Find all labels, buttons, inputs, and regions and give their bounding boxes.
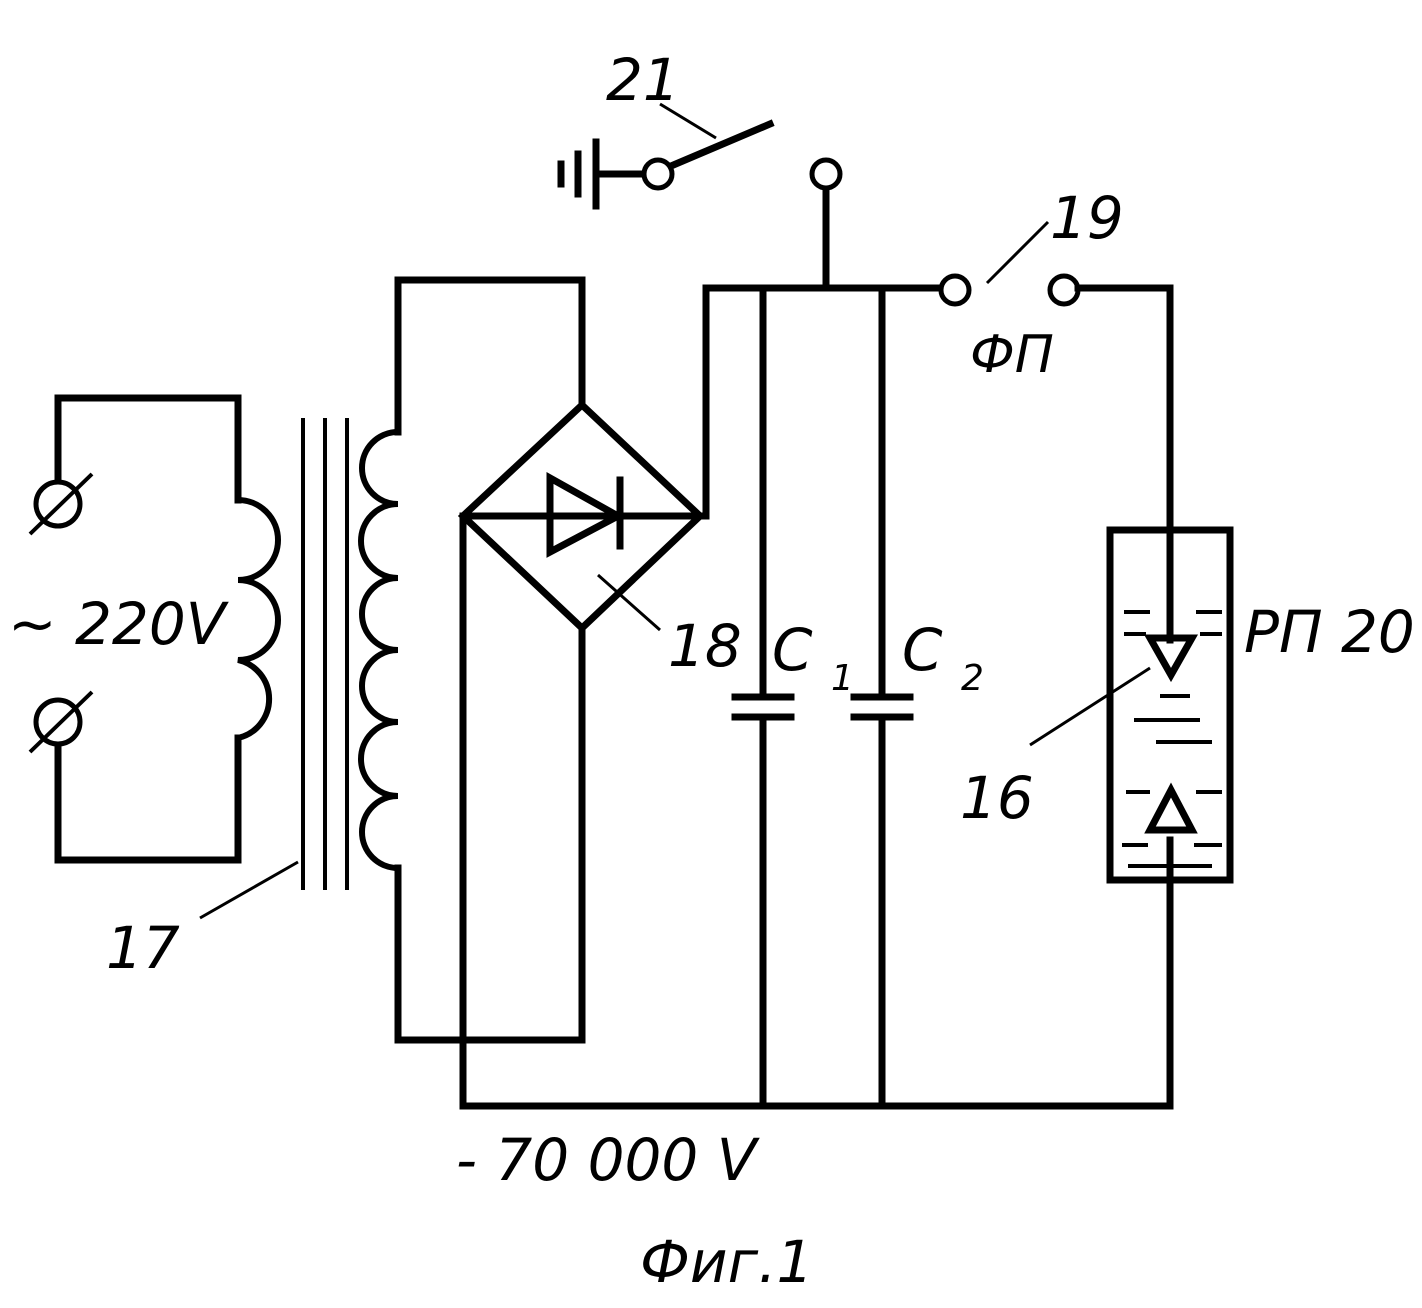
- label-21: 21: [606, 46, 680, 114]
- label-19: 19: [1050, 184, 1124, 252]
- rectifier-bridge: [463, 405, 700, 630]
- label-output-voltage: - 70 000 V: [456, 1126, 761, 1194]
- label-c2-index: 2: [961, 658, 984, 699]
- wire-switch-to-electrode: [1078, 288, 1170, 640]
- ground-switch-blade: [671, 124, 770, 166]
- label-c2: C 2: [902, 616, 984, 699]
- primary-wire-top: [58, 398, 238, 500]
- treatment-vessel: [1030, 530, 1230, 880]
- label-c1: C 1: [772, 616, 854, 699]
- main-switch-terminal-right: [1050, 276, 1078, 304]
- label-c1-index: 1: [831, 658, 854, 699]
- secondary-circuit: [361, 280, 582, 1040]
- label-fp: ФП: [970, 325, 1054, 385]
- main-switch: [941, 222, 1170, 640]
- electrode-leader: [1030, 668, 1150, 745]
- primary-wire-bottom: [58, 722, 238, 860]
- capacitor-c2: [854, 288, 910, 1106]
- label-17: 17: [106, 914, 180, 982]
- label-16: 16: [960, 764, 1034, 832]
- transformer-core: [303, 418, 347, 890]
- upper-electrode-tip: [1150, 638, 1192, 675]
- label-c1-letter: C: [772, 616, 813, 684]
- figure-caption: Фиг.1: [640, 1228, 813, 1296]
- label-c2-letter: C: [902, 616, 943, 684]
- label-source-voltage: ~ 220V: [8, 590, 230, 658]
- ground-switch: [561, 104, 770, 206]
- secondary-wire-bottom: [398, 628, 582, 1040]
- output-tap-terminal: [812, 160, 840, 188]
- wire-bridge-left-to-bottom-rail: [463, 516, 1170, 1106]
- main-switch-leader: [987, 222, 1048, 283]
- label-18: 18: [668, 612, 742, 680]
- transformer-leader: [200, 862, 298, 918]
- primary-winding: [238, 500, 278, 738]
- label-rp20: РП 20: [1244, 598, 1415, 666]
- main-switch-terminal-left: [941, 276, 969, 304]
- secondary-wire-top: [398, 280, 582, 432]
- lower-electrode-tip: [1150, 790, 1192, 830]
- secondary-winding: [361, 432, 398, 868]
- capacitor-c1: [735, 288, 791, 1106]
- wire-bridge-right-to-top-rail: [700, 288, 940, 516]
